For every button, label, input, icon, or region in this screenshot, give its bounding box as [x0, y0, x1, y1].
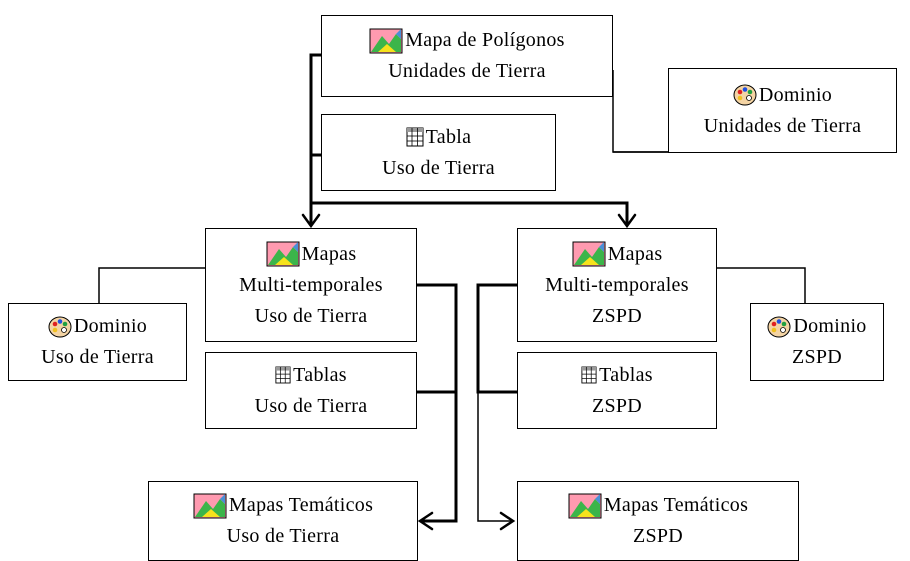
node-mapas-multi-zspd[interactable]: Mapas Multi-temporales ZSPD: [517, 228, 717, 342]
node-label-line2: Uso de Tierra: [382, 156, 495, 179]
node-mapas-multi-uso[interactable]: Mapas Multi-temporales Uso de Tierra: [205, 228, 417, 342]
table-icon: [581, 366, 597, 384]
node-label-line2: ZSPD: [791, 346, 843, 368]
node-label-line3: ZSPD: [591, 304, 643, 327]
map-icon: [369, 28, 403, 54]
node-dominio-uso[interactable]: Dominio Uso de Tierra: [8, 303, 187, 381]
node-label-line1: Dominio: [758, 83, 833, 106]
flow-top-to-multi-zspd: [311, 201, 629, 225]
node-label-line2: Uso de Tierra: [226, 525, 340, 547]
flow-zspd-to-tematicos: [477, 392, 513, 522]
node-label-line3: Uso de Tierra: [254, 304, 368, 327]
node-label-line1: Mapa de Polígonos: [405, 29, 565, 51]
arrowhead-tematicos-zspd: [499, 511, 516, 531]
node-label-line1: Mapas Temáticos: [228, 494, 374, 516]
arrowhead-multi-zspd: [617, 213, 637, 229]
node-label-line2: Multi-temporales: [545, 273, 689, 296]
node-label-line1: Tablas: [599, 363, 653, 386]
node-mapa-poligonos[interactable]: Mapa de Polígonos Unidades de Tierra: [321, 15, 613, 97]
connector-poligonos-dominio: [612, 70, 668, 153]
palette-icon: [767, 316, 791, 338]
node-label-line2: Uso de Tierra: [41, 346, 154, 368]
node-label-line1: Dominio: [73, 315, 148, 337]
arrowhead-tematicos-uso: [417, 511, 434, 531]
node-label-line1: Mapas Temáticos: [603, 494, 749, 516]
node-dominio-unidades[interactable]: Dominio Unidades de Tierra: [668, 68, 897, 153]
table-icon: [406, 127, 424, 147]
flow-multi-uso-to-tematicos: [417, 283, 458, 523]
node-tabla-uso[interactable]: Tabla Uso de Tierra: [321, 114, 556, 191]
map-icon: [568, 493, 602, 519]
node-label-line1: Tabla: [425, 125, 472, 148]
connector-multi-zspd-dominio: [717, 267, 806, 303]
palette-icon: [733, 84, 757, 106]
flow-multi-zspd-branch: [476, 283, 517, 394]
map-icon: [572, 241, 606, 267]
node-tematicos-uso[interactable]: Mapas Temáticos Uso de Tierra: [148, 481, 418, 561]
node-label-line2: Multi-temporales: [239, 273, 383, 296]
node-label-line1: Dominio: [793, 315, 867, 337]
arrowhead-multi-uso: [301, 213, 321, 229]
node-label-line2: Unidades de Tierra: [703, 114, 862, 137]
node-label-line2: Unidades de Tierra: [388, 60, 546, 82]
node-dominio-zspd[interactable]: Dominio ZSPD: [750, 303, 884, 381]
node-label-line1: Mapas: [301, 242, 357, 265]
node-label-line2: ZSPD: [591, 394, 643, 417]
node-tablas-zspd[interactable]: Tablas ZSPD: [517, 352, 717, 429]
node-label-line1: Tablas: [293, 363, 347, 386]
node-tablas-uso[interactable]: Tablas Uso de Tierra: [205, 352, 417, 429]
node-label-line1: Mapas: [607, 242, 663, 265]
node-tematicos-zspd[interactable]: Mapas Temáticos ZSPD: [517, 481, 799, 561]
palette-icon: [48, 316, 72, 338]
map-icon: [266, 241, 300, 267]
map-icon: [193, 493, 227, 519]
node-label-line2: ZSPD: [632, 525, 684, 547]
node-label-line2: Uso de Tierra: [254, 394, 368, 417]
connector-multi-uso-dominio: [98, 267, 205, 303]
flow-top-to-multi-uso: [309, 53, 321, 225]
table-icon: [275, 366, 291, 384]
